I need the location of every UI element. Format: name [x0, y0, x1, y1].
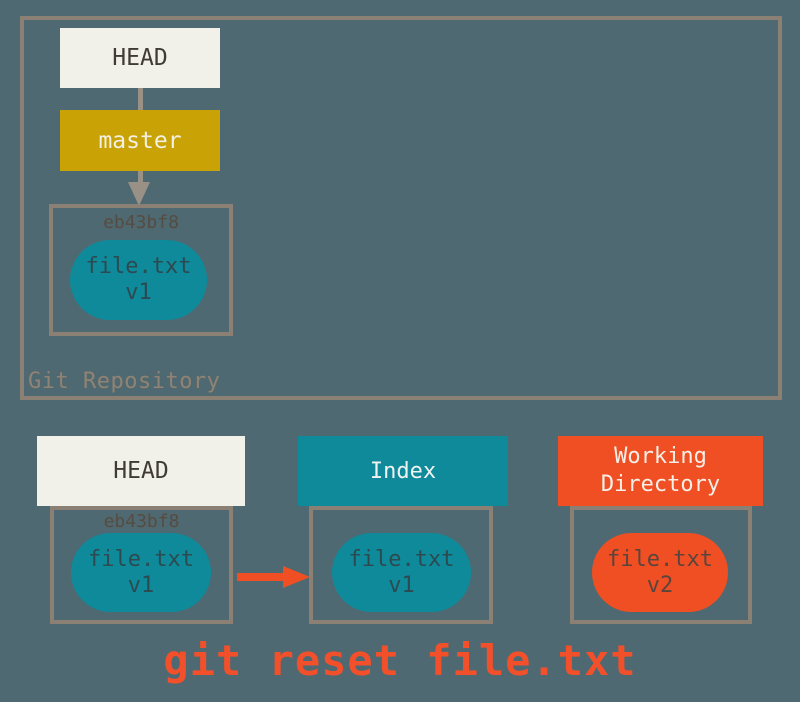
file-version: v2: [646, 572, 674, 598]
git-repository-box: [20, 16, 782, 400]
commit-file-blob: file.txt v1: [70, 240, 207, 320]
master-to-commit-connector: [138, 171, 143, 185]
file-version: v1: [127, 572, 155, 598]
master-branch-box: master: [60, 110, 220, 171]
index-column-file-blob: file.txt v1: [332, 533, 471, 612]
index-column-title: Index: [369, 458, 437, 484]
file-name: file.txt: [348, 546, 455, 572]
reset-arrow-shaft: [237, 573, 284, 581]
command-caption: git reset file.txt: [163, 636, 637, 685]
head-pointer-label: HEAD: [112, 45, 168, 71]
working-directory-file-blob: file.txt v2: [592, 533, 728, 612]
head-pointer-box: HEAD: [60, 28, 220, 88]
file-version: v1: [125, 280, 152, 305]
file-version: v1: [388, 572, 415, 598]
head-column-box: [50, 506, 233, 624]
head-to-master-connector: [138, 88, 143, 110]
file-name: file.txt: [607, 546, 713, 572]
head-column-file-blob: file.txt v1: [71, 533, 211, 612]
working-directory-box: [570, 506, 752, 624]
commit-box: [49, 204, 233, 336]
head-column-header: HEAD: [37, 436, 245, 506]
index-column-box: [309, 506, 493, 624]
repository-label: Git Repository: [28, 369, 221, 394]
file-name: file.txt: [88, 546, 194, 572]
head-column-hash-label: eb43bf8: [103, 511, 180, 532]
working-directory-title: Working Directory: [600, 444, 721, 497]
reset-arrow-head-icon: [283, 566, 310, 588]
commit-hash-label: eb43bf8: [103, 212, 179, 233]
index-column-header: Index: [298, 436, 508, 506]
head-column-title: HEAD: [113, 458, 169, 484]
master-branch-label: master: [98, 127, 182, 154]
master-to-commit-arrowhead-icon: [128, 182, 150, 206]
file-name: file.txt: [85, 254, 192, 279]
working-directory-header: Working Directory: [558, 436, 763, 506]
